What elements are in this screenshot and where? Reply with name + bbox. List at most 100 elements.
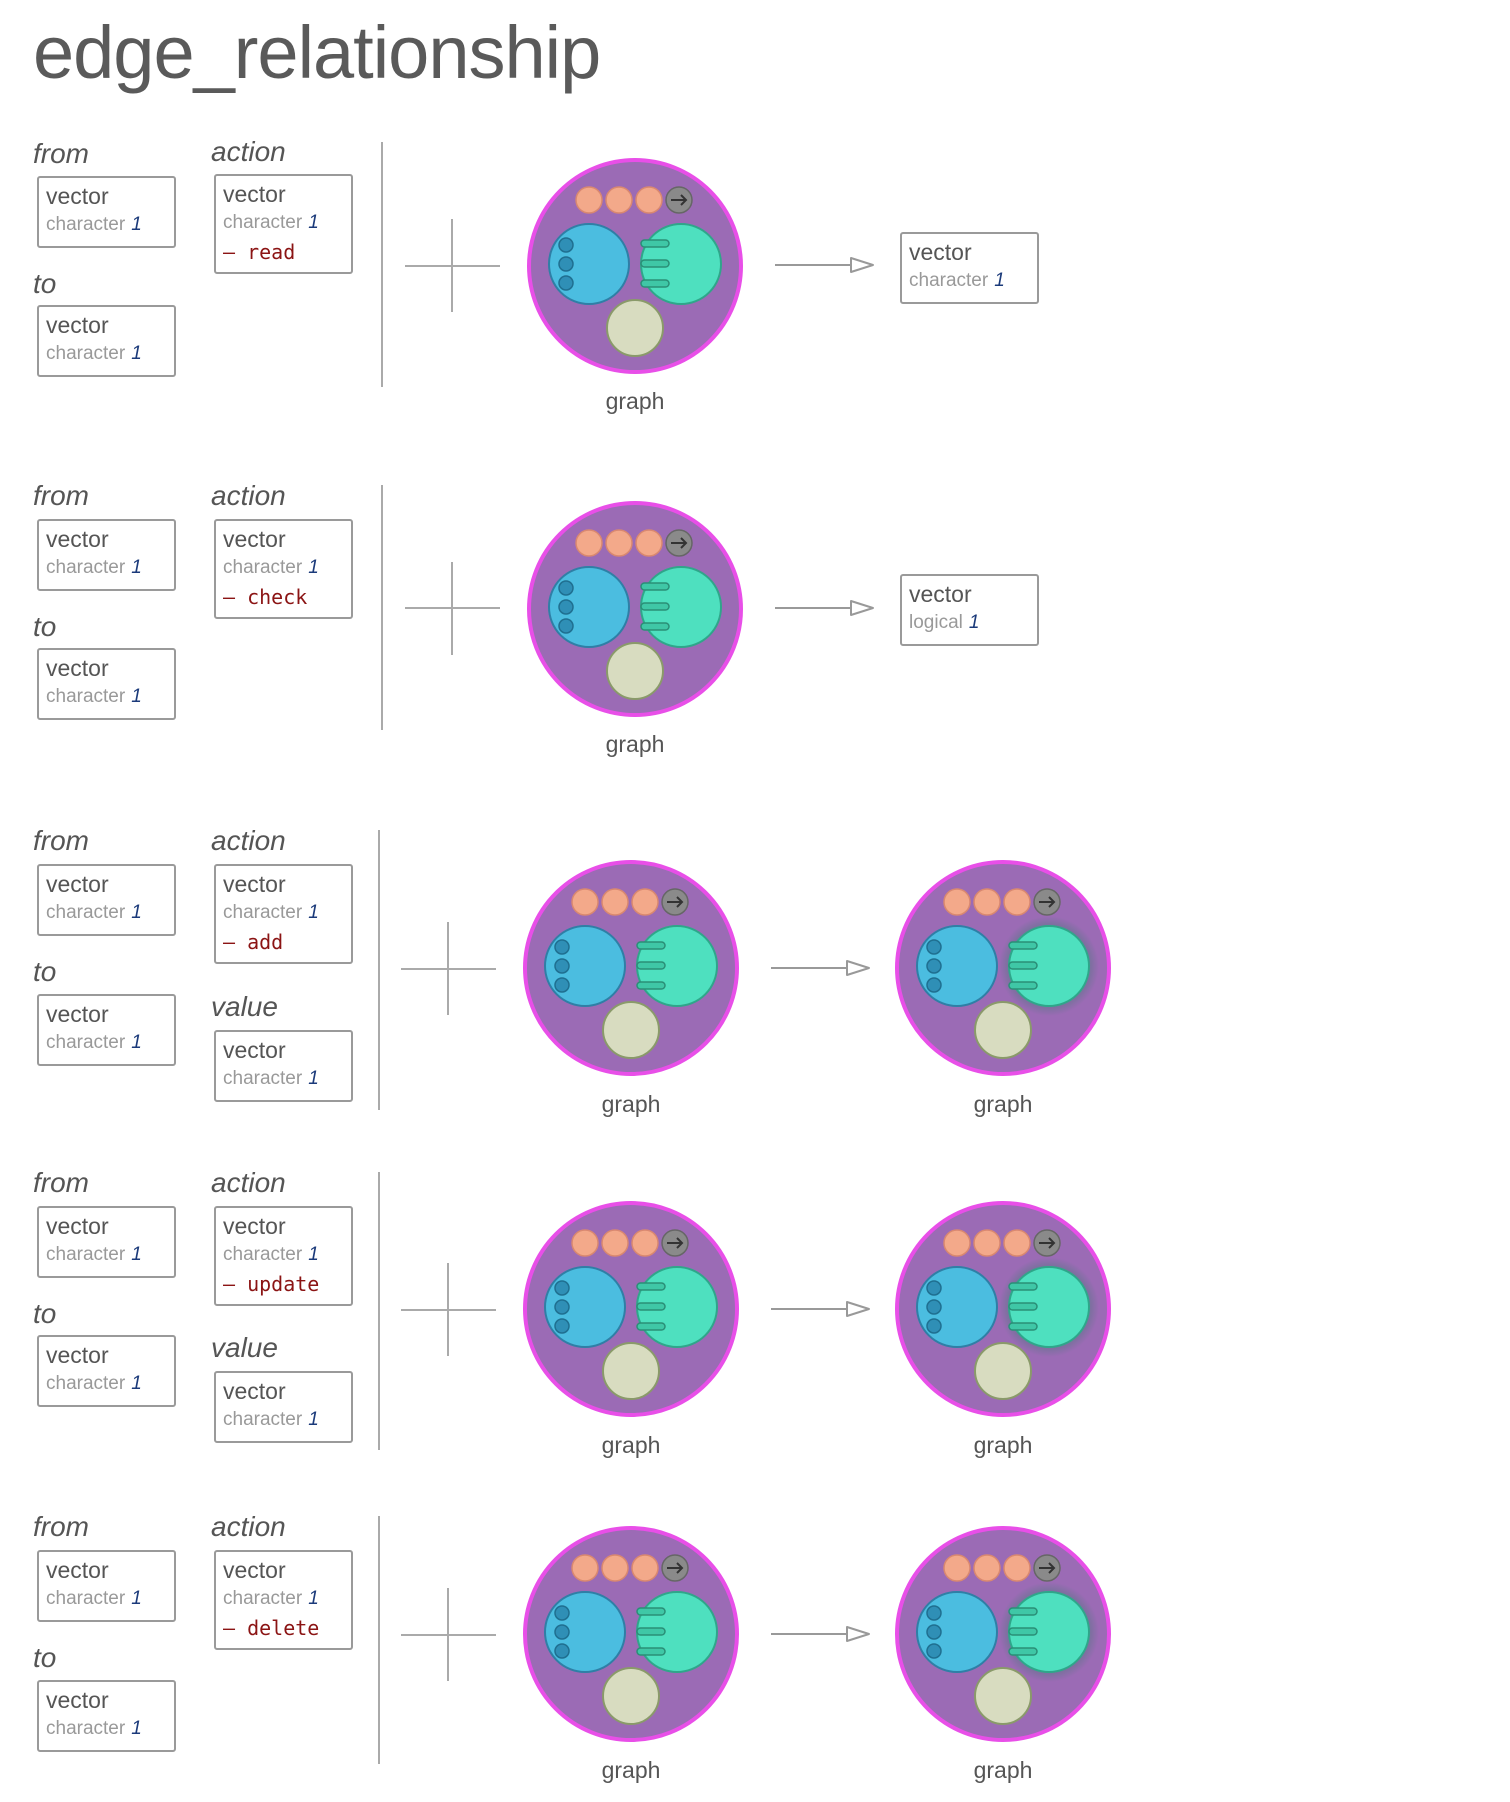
action-label: action <box>211 1167 286 1198</box>
plus-sign-v <box>447 922 449 1015</box>
class-text: character <box>46 686 126 707</box>
action-value: – update <box>223 1272 320 1296</box>
length-text: 1 <box>308 1588 319 1609</box>
arrow-icon <box>775 598 875 618</box>
class-text: character <box>223 902 303 923</box>
class-text: character <box>46 1032 126 1053</box>
to-label: to <box>33 611 57 642</box>
graph-label: graph <box>973 1432 1033 1458</box>
arrow-icon <box>775 255 875 275</box>
plus-sign-v <box>451 562 453 655</box>
class-text: character <box>223 212 303 233</box>
type-text: vector <box>223 1378 286 1404</box>
graph-icon <box>525 156 745 376</box>
from-label: from <box>33 138 89 169</box>
type-text: vector <box>223 871 286 897</box>
type-text: vector <box>223 1037 286 1063</box>
action-label: action <box>211 1511 286 1542</box>
from-label: from <box>33 1511 89 1542</box>
action-value: – read <box>223 240 296 264</box>
from-label: from <box>33 1167 89 1198</box>
length-text: 1 <box>131 1373 142 1394</box>
class-text: character <box>46 343 126 364</box>
arrow-icon <box>771 958 871 978</box>
action-value: – check <box>223 585 308 609</box>
length-text: 1 <box>308 212 319 233</box>
to-label: to <box>33 956 57 987</box>
action-label: action <box>211 825 286 856</box>
arrow-icon <box>771 1624 871 1644</box>
type-text: vector <box>46 1557 109 1583</box>
from-label: from <box>33 825 89 856</box>
length-text: 1 <box>131 1718 142 1739</box>
graph-icon <box>525 499 745 719</box>
length-text: 1 <box>131 1244 142 1265</box>
class-text: character <box>46 1244 126 1265</box>
type-text: vector <box>46 1342 109 1368</box>
length-text: 1 <box>308 902 319 923</box>
separator-line <box>381 485 383 730</box>
graph-label: graph <box>973 1091 1033 1117</box>
separator-line <box>378 1172 380 1450</box>
type-text: vector <box>46 183 109 209</box>
graph-label: graph <box>973 1757 1033 1783</box>
graph-label: graph <box>601 1432 661 1458</box>
separator-line <box>378 830 380 1110</box>
value-label: value <box>211 991 278 1022</box>
arrow-icon <box>771 1299 871 1319</box>
class-text: character <box>909 270 989 291</box>
class-text: character <box>46 1373 126 1394</box>
separator-line <box>378 1516 380 1764</box>
graph-result-icon <box>893 1524 1113 1744</box>
length-text: 1 <box>308 1409 319 1430</box>
length-text: 1 <box>131 902 142 923</box>
type-text: vector <box>46 655 109 681</box>
class-text: logical <box>909 612 963 633</box>
to-label: to <box>33 268 57 299</box>
type-text: vector <box>46 1687 109 1713</box>
length-text: 1 <box>131 214 142 235</box>
class-text: character <box>223 557 303 578</box>
graph-label: graph <box>601 1757 661 1783</box>
length-text: 1 <box>131 1032 142 1053</box>
graph-label: graph <box>601 1091 661 1117</box>
graph-icon <box>521 858 741 1078</box>
value-label: value <box>211 1332 278 1363</box>
type-text: vector <box>46 526 109 552</box>
length-text: 1 <box>994 270 1005 291</box>
type-text: vector <box>223 526 286 552</box>
page-title: edge_relationship <box>33 11 601 94</box>
plus-sign-v <box>451 219 453 312</box>
type-text: vector <box>223 1213 286 1239</box>
length-text: 1 <box>131 686 142 707</box>
plus-sign-v <box>447 1263 449 1356</box>
type-text: vector <box>46 871 109 897</box>
length-text: 1 <box>131 1588 142 1609</box>
type-text: vector <box>46 1213 109 1239</box>
from-label: from <box>33 480 89 511</box>
graph-label: graph <box>605 388 665 414</box>
length-text: 1 <box>968 612 980 633</box>
length-text: 1 <box>131 557 142 578</box>
type-text: vector <box>223 1557 286 1583</box>
action-value: – delete <box>223 1616 320 1640</box>
class-text: character <box>223 1244 303 1265</box>
separator-line <box>381 142 383 387</box>
to-label: to <box>33 1642 57 1673</box>
